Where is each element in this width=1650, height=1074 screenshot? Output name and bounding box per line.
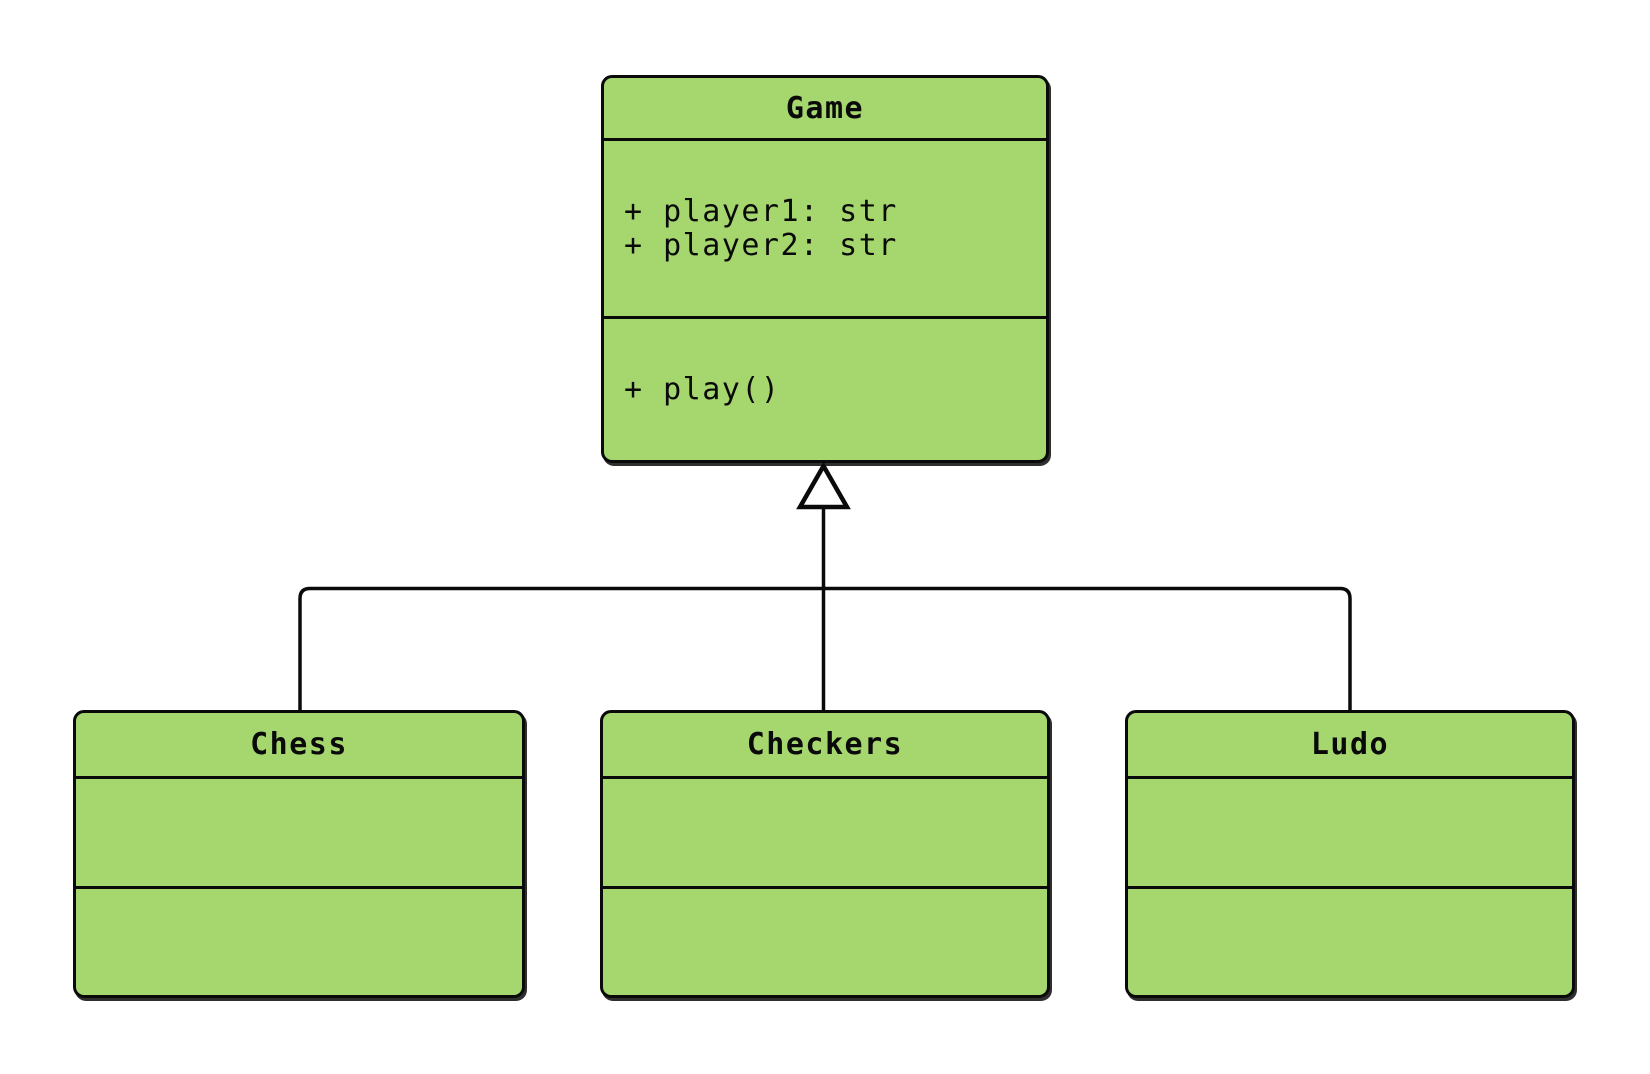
- class-methods: + play(): [604, 319, 1046, 460]
- attribute-line: + player2: str: [624, 227, 898, 263]
- class-node-ludo: Ludo: [1125, 710, 1575, 998]
- class-methods: [603, 889, 1047, 995]
- class-title: Ludo: [1128, 713, 1572, 779]
- connector-to-ludo: [823, 586, 1352, 710]
- connector-to-chess: [298, 586, 824, 710]
- class-methods: [76, 889, 522, 995]
- class-attributes: [603, 779, 1047, 889]
- class-node-chess: Chess: [73, 710, 525, 998]
- inheritance-triangle-icon: [796, 461, 851, 510]
- class-title: Chess: [76, 713, 522, 779]
- class-title: Game: [604, 78, 1046, 141]
- class-title: Checkers: [603, 713, 1047, 779]
- class-attributes: + player1: str + player2: str: [604, 141, 1046, 319]
- attribute-line: + player1: str: [624, 193, 898, 229]
- method-line: + play(): [624, 371, 781, 407]
- class-methods: [1128, 889, 1572, 995]
- class-attributes: [1128, 779, 1572, 889]
- class-attributes: [76, 779, 522, 889]
- class-node-checkers: Checkers: [600, 710, 1050, 998]
- class-node-game: Game + player1: str + player2: str + pla…: [601, 75, 1049, 463]
